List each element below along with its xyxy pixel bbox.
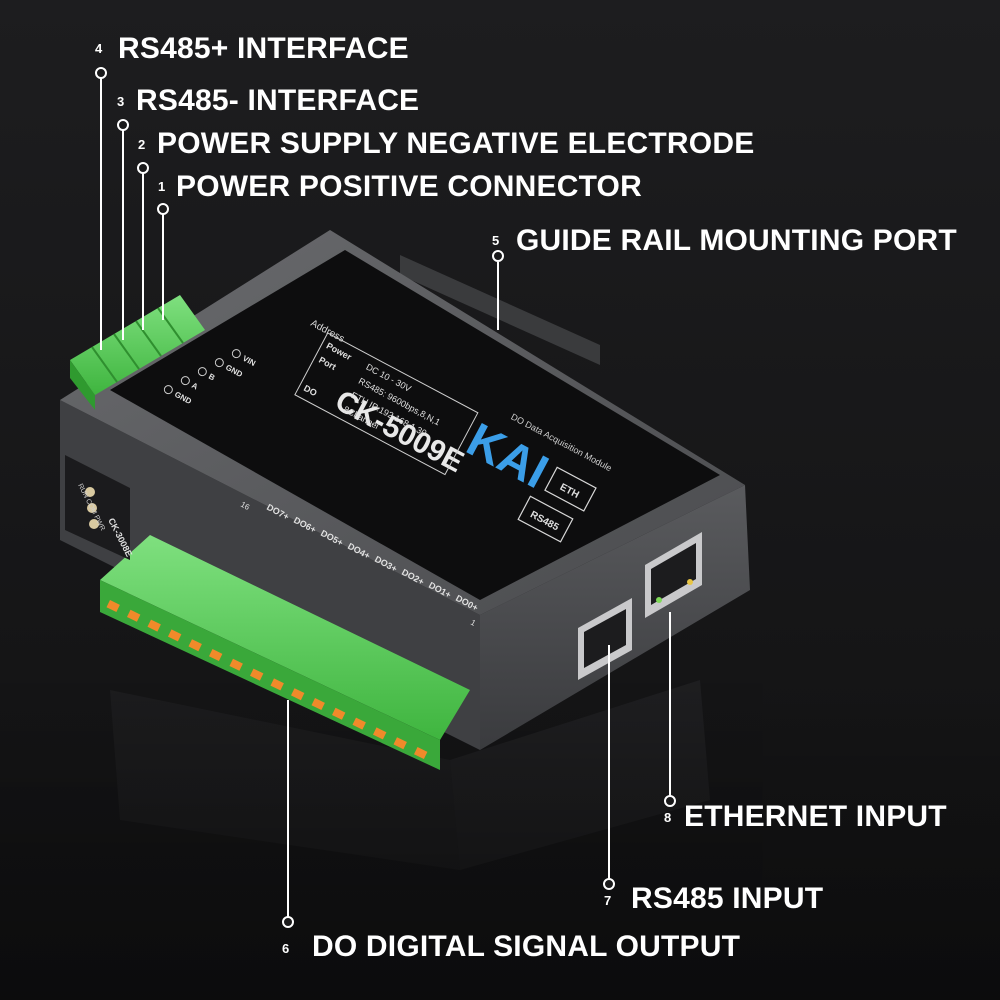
callout-rs485-input: RS485 INPUT — [631, 882, 824, 915]
callout-number-8: 8 — [664, 810, 672, 825]
led-pwr — [89, 519, 99, 529]
led-run — [85, 487, 95, 497]
callout-rs485-plus: RS485+ INTERFACE — [118, 32, 409, 65]
callout-power-positive: POWER POSITIVE CONNECTOR — [176, 170, 642, 203]
power-terminal-label: B — [207, 372, 217, 383]
ethernet-rj45-port — [645, 532, 702, 618]
power-terminal-label: A — [190, 381, 200, 392]
callout-number-2: 2 — [138, 137, 146, 152]
do-index-start: 1 — [469, 618, 478, 628]
callout-do-output: DO DIGITAL SIGNAL OUTPUT — [312, 930, 741, 963]
power-terminal-block — [70, 295, 205, 410]
callout-rs485-minus: RS485- INTERFACE — [136, 84, 420, 117]
callout-number-5: 5 — [492, 233, 500, 248]
label-panel — [110, 250, 720, 600]
callout-number-3: 3 — [117, 94, 125, 109]
led-com — [87, 503, 97, 513]
callout-number-4: 4 — [95, 41, 103, 56]
guide-rail-clip — [400, 255, 600, 365]
rs485-rj45-port — [578, 598, 632, 680]
callout-number-1: 1 — [158, 179, 166, 194]
do-terminal-block — [100, 535, 470, 770]
callout-number-7: 7 — [604, 893, 612, 908]
callout-ethernet-input: ETHERNET INPUT — [684, 800, 947, 833]
callout-guide-rail: GUIDE RAIL MOUNTING PORT — [516, 224, 957, 257]
callout-leaders — [100, 78, 671, 918]
status-strip — [65, 455, 130, 560]
callout-power-negative: POWER SUPPLY NEGATIVE ELECTRODE — [157, 127, 755, 160]
callout-dots — [95, 67, 676, 928]
callout-number-6: 6 — [282, 941, 290, 956]
